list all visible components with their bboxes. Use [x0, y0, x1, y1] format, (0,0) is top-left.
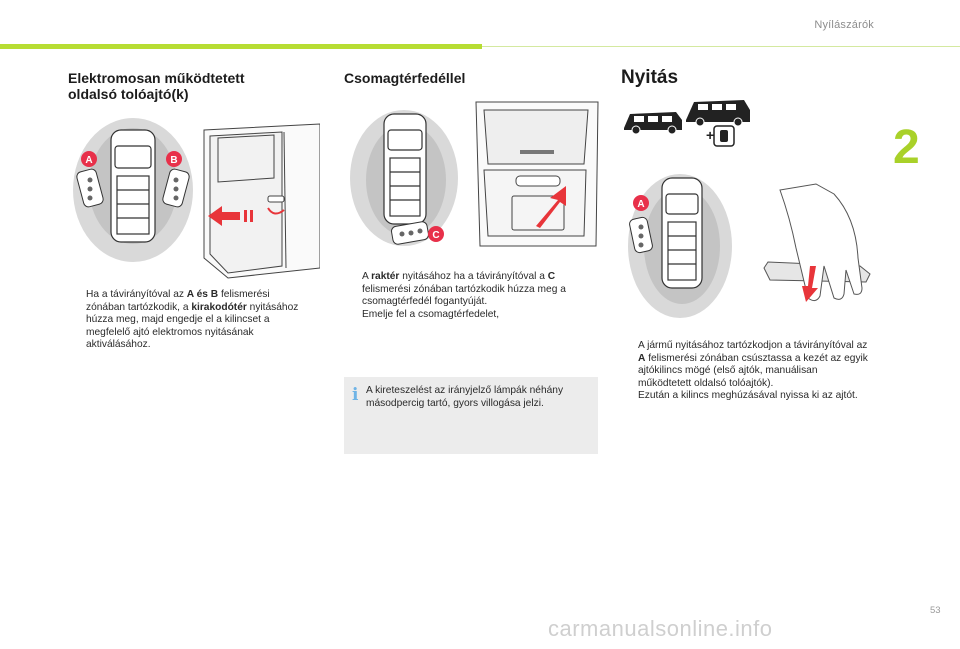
col2-instructions: A raktér nyitásához ha a távirányítóval … — [362, 271, 566, 320]
key-badge-icon — [713, 125, 735, 147]
header-rule — [482, 46, 960, 47]
van-top-view — [110, 129, 156, 243]
marker-c — [428, 226, 444, 242]
hand-on-handle — [763, 183, 871, 302]
col1-title: Elektromosan működtetett oldalsó tolóajt… — [68, 70, 245, 102]
marker-a — [633, 195, 649, 211]
opening-illustration: + A — [624, 100, 871, 318]
lift-arrow — [536, 186, 566, 228]
sliding-door-view — [203, 123, 320, 279]
plus-sign: + — [706, 127, 714, 143]
col3-instructions: A jármű nyitásához tartózkodjon a távirá… — [638, 340, 868, 402]
marker-b-label: B — [170, 155, 177, 166]
tailgate-rear-view — [475, 101, 599, 247]
handle-arrow — [267, 207, 285, 215]
van-top-view — [383, 113, 427, 225]
key-fob — [629, 216, 653, 254]
key-fob-left — [76, 168, 104, 208]
van-top-view — [661, 177, 703, 289]
chapter-number: 2 — [893, 121, 920, 174]
sliding-door-illustration: A B — [73, 118, 320, 279]
info-icon: i — [352, 385, 359, 405]
section-title: Nyílászárók — [814, 19, 874, 31]
van-side-icon-long — [686, 100, 750, 127]
van-side-icon — [624, 112, 682, 135]
info-note-text: A kireteszelést az irányjelző lámpák néh… — [366, 385, 564, 409]
info-note: i A kireteszelést az irányjelző lámpák n… — [344, 377, 598, 454]
key-fob-right — [162, 168, 190, 208]
col2-title: Csomagtérfedéllel — [344, 70, 466, 86]
marker-a-label: A — [85, 155, 92, 166]
pull-arrow — [208, 206, 253, 226]
col3-title: Nyitás — [621, 67, 679, 88]
marker-a-label: A — [637, 199, 644, 210]
key-fob — [391, 221, 429, 245]
marker-b — [166, 151, 182, 167]
page-number: 53 — [930, 605, 941, 616]
marker-a — [81, 151, 97, 167]
header-accent-bar — [0, 44, 482, 49]
marker-c-label: C — [432, 230, 439, 241]
pull-arrow-down — [802, 266, 818, 302]
watermark: carmanualsonline.info — [548, 616, 773, 641]
tailgate-illustration: C — [350, 101, 599, 247]
col1-instruction: Ha a távirányítóval az A és B felismerés… — [86, 289, 299, 351]
